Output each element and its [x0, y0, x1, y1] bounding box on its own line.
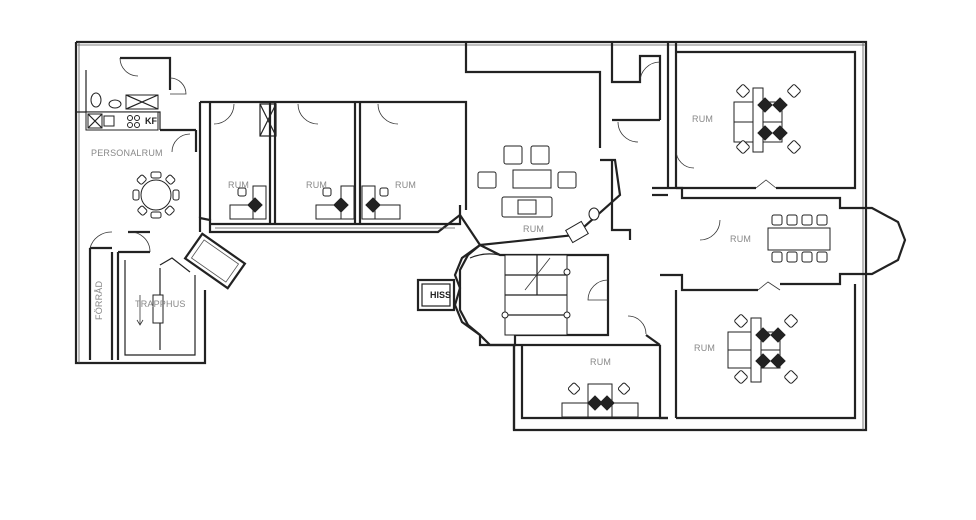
label-rum-small-3: RUM [395, 180, 416, 190]
label-trapphus: TRAPPHUS [135, 299, 186, 309]
label-personalrum: PERSONALRUM [91, 148, 163, 158]
label-hiss: HISS [430, 290, 451, 300]
label-rum-small-2: RUM [306, 180, 327, 190]
label-kf: KF [145, 116, 157, 126]
service-spaces [610, 42, 721, 418]
office-top-right: RUM [676, 50, 857, 190]
stairwell: HISS [416, 244, 610, 347]
label-rum-small-1: RUM [228, 180, 249, 190]
label-rum-conference: RUM [730, 234, 751, 244]
label-rum-bottom-center: RUM [590, 357, 611, 367]
small-rooms: RUM RUM RUM [198, 100, 468, 229]
label-rum-lounge: RUM [523, 224, 544, 234]
label-rum-bottom-right: RUM [694, 343, 715, 353]
angled-box [183, 232, 247, 290]
label-rum-top-right: RUM [692, 114, 713, 124]
office-bottom-center: RUM [512, 334, 668, 430]
conference-room: RUM [700, 196, 907, 292]
personalrum-area: PERSONALRUM KF [76, 56, 198, 219]
office-bottom-right: RUM [676, 284, 857, 420]
lounge-area: RUM [464, 42, 632, 247]
label-forrad: FÖRRÅD [94, 281, 104, 321]
stair-storage-area: FÖRRÅD TRAPPHUS [88, 230, 196, 360]
